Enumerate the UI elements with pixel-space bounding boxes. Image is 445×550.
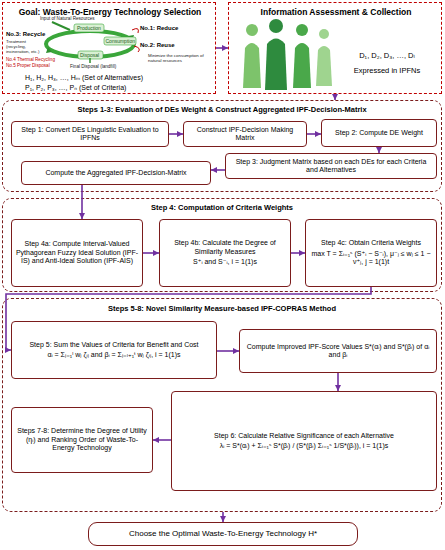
box-text: Step 4c: Obtain Criteria Weights (321, 239, 421, 247)
box-text: αᵢ = Σⱼ₌₁ˡ wⱼ ζᵢⱼ and βᵢ = Σⱼ₌ₗ₊₁ᵗ wⱼ ζᵢ… (47, 351, 180, 359)
process-box: Step 6: Calculate Relative Significance … (171, 391, 437, 491)
person-body (243, 43, 261, 88)
box-text: S⁺ᵢ and S⁻ᵢ, i = 1(1)s (193, 258, 257, 266)
box-text: Step 5: Sum the Values of Criteria for B… (29, 341, 198, 349)
flow-arrow (153, 439, 171, 441)
process-box: Steps 7-8: Determine the Degree of Utili… (11, 407, 153, 473)
result-box: Choose the Optimal Waste-To-Energy Techn… (88, 522, 358, 546)
box-text: D₁, D₂, D₃, …, Dₗ (335, 51, 439, 60)
flow-arrow (143, 252, 159, 254)
box-text: max T = Σᵢ₌₁ˢ (S⁺ᵢ − S⁻ᵢ), μ⁻ⱼ ≤ wⱼ ≤ 1 … (309, 250, 433, 267)
illustration-label: Treatment (recycling, incineration, etc.… (6, 40, 46, 55)
box-text: Step 2: Compute DE Weight (335, 129, 423, 137)
person-head (246, 24, 258, 36)
box-text: Compute the Aggregated IPF-Decision-Matr… (45, 169, 186, 177)
illustration-label: No.5 Proper Disposal (6, 63, 50, 68)
illustration-label: Final Disposal (landfill) (70, 64, 116, 69)
flow-arrow (211, 169, 225, 171)
stage-pill (78, 51, 103, 59)
flow-arrow (6, 287, 371, 350)
recycle-illustration (46, 22, 139, 63)
box-heading: Goal: Waste-To-Energy Technology Selecti… (5, 7, 215, 17)
cycle-arrowhead (46, 47, 52, 53)
flow-arrow (334, 94, 336, 100)
step-group: Step 4: Computation of Criteria WeightsS… (2, 198, 442, 292)
illustration-label: Production (77, 26, 101, 32)
input-arrow (52, 22, 70, 30)
illustration-label: Disposal (80, 53, 99, 59)
box-heading: Step 4: Computation of Criteria Weights (9, 203, 435, 212)
box-text: Compute Improved IPF-Score Values S*(αᵢ)… (243, 343, 433, 360)
process-box: Step 4a: Compute Interval-Valued Pythago… (11, 219, 143, 287)
process-box: Step 4b: Calculate the Degree of Similar… (159, 219, 291, 287)
step-group: Steps 1-3: Evaluation of DEs Weight & Co… (2, 100, 442, 192)
person-head (296, 24, 308, 36)
flow-arrow (291, 252, 305, 254)
box-text: Choose the Optimal Waste-To-Energy Techn… (129, 529, 317, 539)
illustration-label: No.4 Thermal Recycling (6, 57, 55, 62)
goal-box: Goal: Waste-To-Energy Technology Selecti… (2, 2, 216, 94)
illustration-label: No.2: Reuse (140, 42, 175, 49)
box-heading: Steps 1-3: Evaluation of DEs Weight & Co… (9, 105, 435, 114)
box-text: Step 3: Judgment Matrix based on each DE… (229, 158, 433, 175)
person-head (269, 19, 283, 33)
person-body (293, 43, 311, 88)
flow-arrow (222, 512, 224, 522)
box-text: Expressed in IPFNs (335, 66, 439, 75)
box-text: Step 4b: Calculate the Degree of Similar… (163, 239, 287, 256)
process-box: Step 1: Convert DEs Linguistic Evaluatio… (11, 121, 169, 147)
process-box: Step 3: Judgment Matrix based on each DE… (225, 153, 437, 179)
flow-arrow (216, 47, 228, 49)
reuse-arrow (134, 46, 139, 52)
person-body (265, 39, 287, 91)
stage-pill (74, 24, 104, 32)
process-box: Construct IPF-Decision Making Matrix (183, 121, 307, 147)
flow-arrow (307, 133, 321, 135)
process-box: Compute the Aggregated IPF-Decision-Matr… (21, 161, 211, 185)
process-box: Step 4c: Obtain Criteria Weights max T = … (305, 219, 437, 287)
illustration-label: No.1: Reduce (140, 25, 178, 32)
illustration-label: No.3: Recycle (6, 31, 45, 38)
box-text: P₁, P₂, P₃, …, Pₙ (Set of Criteria) (25, 84, 215, 92)
process-box: Compute Improved IPF-Score Values S*(αᵢ)… (239, 329, 437, 373)
box-text: Steps 7-8: Determine the Degree of Utili… (15, 427, 149, 452)
reduce-arrow (132, 29, 138, 33)
landfill-arrow (89, 58, 91, 63)
people-icons (243, 19, 332, 90)
flow-arrow (81, 185, 83, 219)
box-text: Step 1: Convert DEs Linguistic Evaluatio… (15, 126, 165, 143)
process-box: Step 5: Sum the Values of Criteria for B… (11, 321, 217, 379)
box-heading: Steps 5-8: Novel Similarity Measure-base… (9, 304, 435, 313)
document-box: Step 2: Compute DE Weight (321, 119, 437, 147)
flow-arrow (337, 373, 339, 391)
box-text: H₁, H₂, H₃, …, Hₘ (Set of Alternatives) (25, 74, 215, 82)
box-text: λᵢ = S*(αᵢ) + Σᵢ₌₁ˢ S*(βᵢ) / (S*(βᵢ) Σᵢ₌… (220, 442, 389, 450)
box-text: Construct IPF-Decision Making Matrix (187, 126, 303, 143)
illustration-label: Consumption (106, 39, 135, 45)
box-text: Step 4a: Compute Interval-Valued Pythago… (15, 240, 139, 265)
person-body (316, 46, 332, 86)
step-group: Steps 5-8: Novel Similarity Measure-base… (2, 298, 442, 512)
stage-pill (104, 37, 136, 45)
illustration-label: Minimize the consumption of natural reso… (148, 54, 212, 64)
flow-arrow (169, 133, 183, 135)
info-box: Information Assessment & CollectionD₁, D… (228, 2, 442, 94)
box-text: Step 6: Calculate Relative Significance … (214, 432, 394, 440)
box-heading: Information Assessment & Collection (233, 7, 439, 17)
person-head (319, 29, 329, 39)
illustration-label: Input of Natural Resources (40, 16, 95, 21)
flow-arrow (217, 350, 239, 352)
flow-arrow (378, 147, 380, 153)
